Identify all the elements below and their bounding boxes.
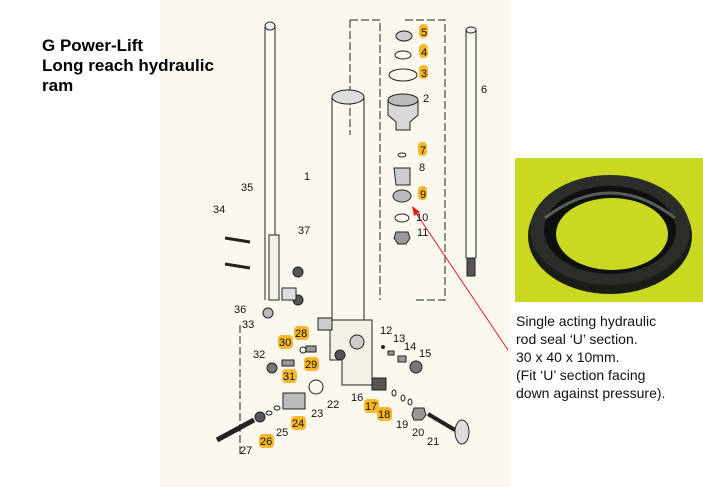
title-line-1: G Power-Lift (42, 36, 144, 55)
part-label: 37 (298, 225, 310, 237)
part-label: 21 (427, 436, 439, 448)
caption-line-1: Single acting hydraulic (516, 313, 657, 329)
part-label: 27 (240, 445, 252, 457)
rod-seal-photo (515, 158, 703, 302)
parts-diagram-paper (160, 0, 510, 487)
caption-line-3: 30 x 40 x 10mm. (516, 349, 620, 365)
part-label: 28 (295, 328, 307, 340)
part-label: 29 (305, 359, 317, 371)
part-label: 17 (365, 401, 377, 413)
part-label: 34 (213, 204, 225, 216)
title-line-2: Long reach hydraulic (42, 56, 214, 75)
part-label: 15 (419, 348, 431, 360)
part-label: 25 (276, 427, 288, 439)
part-label: 8 (419, 162, 425, 174)
part-label: 22 (327, 399, 339, 411)
part-label: 2 (423, 93, 429, 105)
part-label: 9 (420, 189, 426, 201)
handle-lever (264, 21, 280, 301)
part-label: 13 (393, 333, 405, 345)
part-label: 36 (234, 304, 246, 316)
part-label: 6 (481, 84, 487, 96)
title-line-3: ram (42, 76, 74, 95)
caption-line-5: down against pressure). (516, 385, 666, 401)
part-label: 7 (420, 145, 426, 157)
page-title: G Power-Lift Long reach hydraulic ram (42, 36, 214, 96)
part-label: 23 (311, 408, 323, 420)
part-label: 12 (380, 325, 392, 337)
part-labels: 5 4 3 2 6 7 8 9 10 11 1 35 34 37 36 33 2… (213, 27, 487, 457)
caption-line-2: rod seal ‘U’ section. (516, 331, 638, 347)
part-label: 19 (396, 419, 408, 431)
part-label: 32 (253, 349, 265, 361)
part-label: 24 (292, 418, 304, 430)
ram-rod (465, 26, 477, 277)
part-label: 16 (351, 392, 363, 404)
part-label: 30 (279, 337, 291, 349)
caption-line-4: (Fit ‘U’ section facing (516, 367, 646, 383)
part-label: 5 (421, 27, 427, 39)
part-label: 11 (417, 227, 428, 239)
part-label: 33 (242, 319, 254, 331)
part-label: 35 (241, 182, 253, 194)
highlight-markers (259, 24, 428, 448)
cylinder-body (329, 89, 373, 386)
part-label: 4 (421, 47, 427, 59)
part-label: 26 (260, 436, 272, 448)
part-label: 3 (421, 68, 427, 80)
u-seal-ring-image (528, 175, 692, 294)
red-pointer-arrow (412, 206, 509, 351)
part-label: 20 (412, 427, 424, 439)
seal-caption: Single acting hydraulic rod seal ‘U’ sec… (516, 312, 665, 402)
part-label: 18 (378, 409, 390, 421)
part-label: 10 (416, 212, 428, 224)
part-label: 1 (304, 171, 310, 183)
part-label: 14 (404, 341, 416, 353)
part-label: 31 (283, 371, 295, 383)
